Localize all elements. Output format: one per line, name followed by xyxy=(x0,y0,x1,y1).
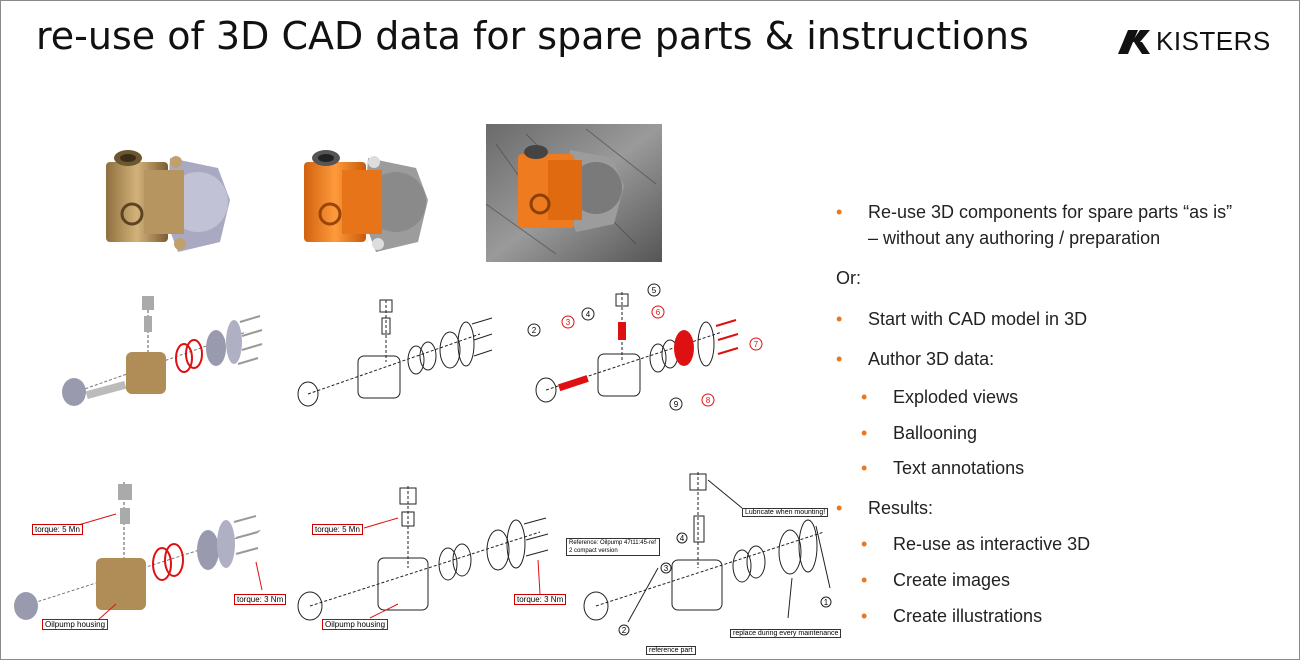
bullet-dot: • xyxy=(861,458,868,478)
bullet-dot: • xyxy=(861,570,868,590)
annotated-view-lineart xyxy=(297,486,549,621)
bullet-text: Text annotations xyxy=(893,458,1025,478)
callout-torque-top-mid: torque: 5 Mn xyxy=(312,524,363,535)
callout-reference-part: reference part xyxy=(646,646,696,655)
bullet-text: – without any authoring / preparation xyxy=(868,228,1161,248)
num-3: 3 xyxy=(664,564,669,573)
pump-render-textured xyxy=(486,124,662,262)
bullet-dot: • xyxy=(836,202,843,222)
bullet-text: Re-use as interactive 3D xyxy=(893,534,1091,554)
num-2: 2 xyxy=(622,626,627,635)
bullet-text: Start with CAD model in 3D xyxy=(868,309,1088,329)
callout-torque-top-left: torque: 5 Mn xyxy=(32,524,83,535)
or-label: Or: xyxy=(836,268,861,288)
num-1: 1 xyxy=(824,598,829,607)
bullet-dot: • xyxy=(836,349,843,369)
exploded-view-bronze xyxy=(62,296,263,406)
callout-reference: Reference: Oilpump 47t11:45-ref 2 compac… xyxy=(566,538,660,556)
bullet-dot: • xyxy=(861,387,868,407)
bullet-text: Author 3D data: xyxy=(868,349,995,369)
slide-title: re-use of 3D CAD data for spare parts & … xyxy=(36,14,1029,58)
callout-housing-mid: Oilpump housing xyxy=(322,619,389,630)
exploded-view-lineart xyxy=(297,299,493,407)
balloon-4: 4 xyxy=(586,310,591,319)
exploded-view-ballooned: 2 3 4 5 6 7 8 9 xyxy=(527,283,763,411)
balloon-2: 2 xyxy=(532,326,537,335)
bullet-text: Re-use 3D components for spare parts “as… xyxy=(868,202,1233,222)
balloon-9: 9 xyxy=(674,400,679,409)
callout-lubricate: Lubricate when mounting! xyxy=(742,508,829,517)
bullet-text: Ballooning xyxy=(893,423,978,443)
bullet-dot: • xyxy=(861,423,868,443)
num-4: 4 xyxy=(680,534,685,543)
bullet-dot: • xyxy=(836,309,843,329)
callout-torque-right-mid: torque: 3 Nm xyxy=(514,594,567,605)
bullet-text: Create illustrations xyxy=(893,606,1043,626)
logo-text: KISTERS xyxy=(1156,25,1271,56)
bullet-dot: • xyxy=(836,498,843,518)
callout-torque-right-left: torque: 3 Nm xyxy=(234,594,287,605)
pump-render-bronze xyxy=(106,150,230,252)
bullet-dot: • xyxy=(861,606,868,626)
balloon-3: 3 xyxy=(566,318,571,327)
callout-replace: replace during every maintenance xyxy=(730,629,842,638)
kisters-logo: KISTERS xyxy=(1116,26,1271,56)
annotated-view-bronze xyxy=(14,482,263,621)
callout-housing-left: Oilpump housing xyxy=(42,619,109,630)
balloon-6: 6 xyxy=(656,308,661,317)
balloon-5: 5 xyxy=(652,286,657,295)
bullet-dot: • xyxy=(861,534,868,554)
balloon-7: 7 xyxy=(754,340,759,349)
balloon-8: 8 xyxy=(706,396,711,405)
annotated-view-instructions: 4 3 2 1 xyxy=(583,472,832,636)
kisters-logo-icon xyxy=(1118,30,1150,54)
bullet-text: Exploded views xyxy=(893,387,1019,407)
pump-render-orange xyxy=(304,150,428,252)
bullet-text: Results: xyxy=(868,498,934,518)
bullet-text: Create images xyxy=(893,570,1011,590)
